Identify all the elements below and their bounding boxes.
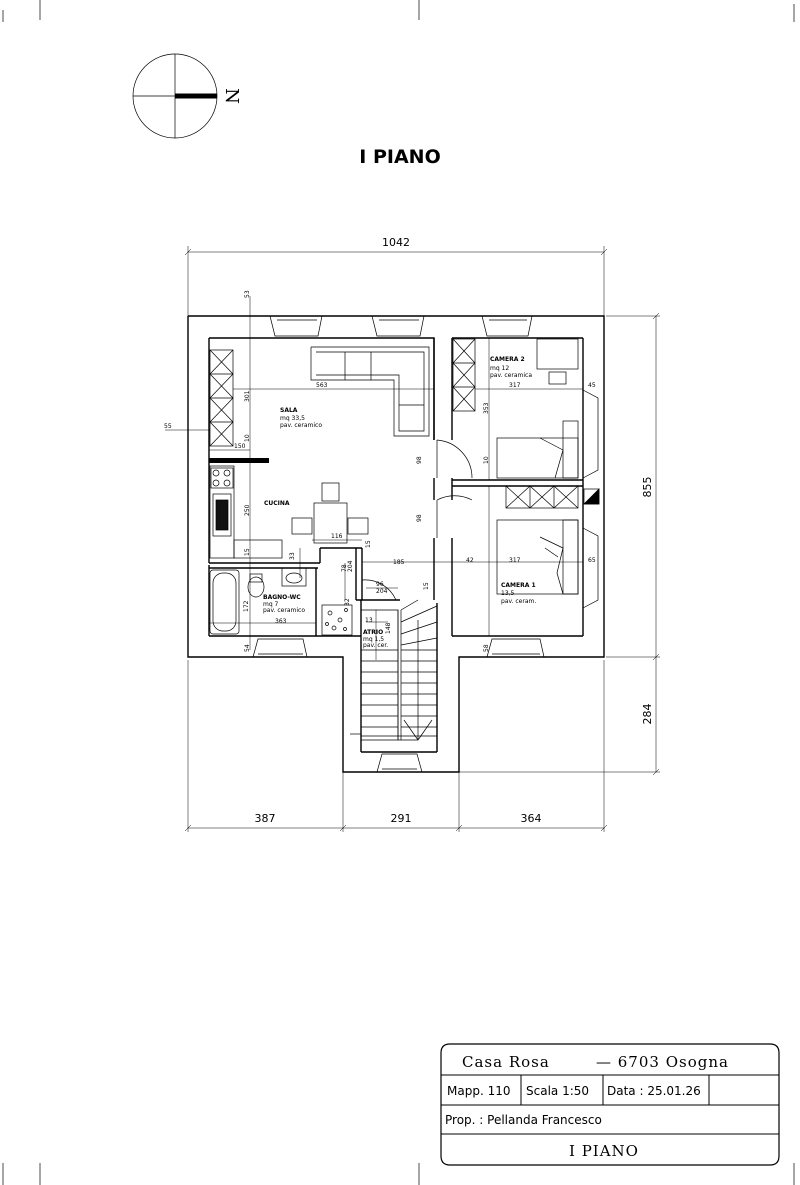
title-block-location: — 6703 Osogna bbox=[596, 1053, 729, 1071]
internal-dimension-lines bbox=[209, 296, 583, 660]
dim-10b: 10 bbox=[483, 456, 490, 464]
doors bbox=[361, 439, 473, 601]
dim-98a: 98 bbox=[416, 456, 423, 464]
dim-13: 13 bbox=[365, 617, 373, 624]
north-arrow-icon: N bbox=[132, 53, 242, 139]
dim-bottom-left: 387 bbox=[255, 812, 276, 825]
room-camera2-floor: pav. ceramica bbox=[490, 372, 532, 379]
dim-overall-width: 1042 bbox=[382, 236, 410, 249]
room-bagno-area: mq 7 bbox=[263, 601, 279, 608]
room-sala-area: mq 33,5 bbox=[280, 415, 305, 422]
room-labels: SALA mq 33,5 pav. ceramico CUCINA CAMERA… bbox=[263, 356, 536, 649]
furniture bbox=[209, 338, 600, 741]
room-bagno-name: BAGNO-WC bbox=[263, 594, 301, 601]
title-block-sheet: I PIANO bbox=[569, 1142, 639, 1160]
north-label: N bbox=[221, 88, 242, 104]
title-block-owner: Prop. : Pellanda Francesco bbox=[445, 1113, 602, 1127]
dim-98b: 98 bbox=[416, 514, 423, 522]
dim-bottom-right: 364 bbox=[521, 812, 542, 825]
room-atrio-floor: pav. cer. bbox=[363, 642, 388, 649]
dim-65: 65 bbox=[588, 557, 596, 564]
dim-172: 172 bbox=[243, 600, 250, 612]
dim-116: 116 bbox=[331, 533, 343, 540]
dim-15b: 15 bbox=[365, 540, 372, 548]
walls bbox=[187, 315, 605, 773]
room-camera1-area: 13,5 bbox=[501, 590, 515, 597]
dim-250: 250 bbox=[244, 504, 251, 516]
dim-363: 363 bbox=[275, 618, 287, 625]
dim-sala-width: 563 bbox=[316, 382, 328, 389]
dim-15a: 15 bbox=[244, 548, 251, 556]
dim-10a: 10 bbox=[244, 434, 251, 442]
dim-45: 45 bbox=[588, 382, 596, 389]
dim-camera2-depth: 353 bbox=[483, 402, 490, 414]
dim-204b: 204 bbox=[376, 588, 388, 595]
room-atrio-name: ATRIO bbox=[363, 629, 383, 636]
dim-sala-depth: 301 bbox=[244, 390, 251, 402]
dim-54: 54 bbox=[244, 644, 251, 652]
dim-camera1-width: 317 bbox=[509, 557, 521, 564]
internal-dimension-labels: 53 563 317 45 301 150 10 353 10 98 98 25… bbox=[234, 290, 596, 652]
dim-42: 42 bbox=[466, 557, 474, 564]
title-block-mappale: Mapp. 110 bbox=[447, 1084, 510, 1098]
room-cucina-name: CUCINA bbox=[264, 500, 290, 507]
room-camera2-area: mq 12 bbox=[490, 365, 509, 372]
room-atrio-area: mq 1,5 bbox=[363, 636, 384, 643]
dim-150: 150 bbox=[234, 443, 246, 450]
room-camera1-floor: pav. ceram. bbox=[501, 598, 536, 605]
title-block-scala: Scala 1:50 bbox=[526, 1084, 589, 1098]
dim-204a: 204 bbox=[347, 560, 354, 572]
room-camera2-name: CAMERA 2 bbox=[490, 356, 525, 363]
dim-stair-depth: 284 bbox=[641, 704, 654, 725]
dim-33: 33 bbox=[289, 552, 296, 560]
dim-camera2-width: 317 bbox=[509, 382, 521, 389]
dim-bottom-middle: 291 bbox=[391, 812, 412, 825]
dim-148: 148 bbox=[385, 622, 392, 634]
dim-78: 78 bbox=[341, 564, 348, 572]
windows bbox=[252, 315, 599, 773]
dim-58: 58 bbox=[483, 644, 490, 652]
dim-32: 32 bbox=[344, 598, 351, 606]
dim-overall-depth: 855 bbox=[641, 477, 654, 498]
dim-185: 185 bbox=[393, 559, 405, 566]
dim-15c: 15 bbox=[423, 582, 430, 590]
dim-96: 96 bbox=[376, 581, 384, 588]
room-sala-name: SALA bbox=[280, 407, 298, 414]
dim-53: 53 bbox=[244, 290, 251, 298]
dim-wall-offset: 55 bbox=[164, 423, 172, 430]
room-bagno-floor: pav. ceramico bbox=[263, 607, 305, 614]
title-block-project: Casa Rosa bbox=[462, 1053, 550, 1071]
room-sala-floor: pav. ceramico bbox=[280, 422, 322, 429]
title-block: Casa Rosa — 6703 Osogna Mapp. 110 Scala … bbox=[440, 1043, 780, 1166]
title-block-data: Data : 25.01.26 bbox=[607, 1084, 701, 1098]
room-camera1-name: CAMERA 1 bbox=[501, 582, 536, 589]
page-title: I PIANO bbox=[359, 146, 440, 168]
dimension-lines bbox=[165, 246, 660, 832]
